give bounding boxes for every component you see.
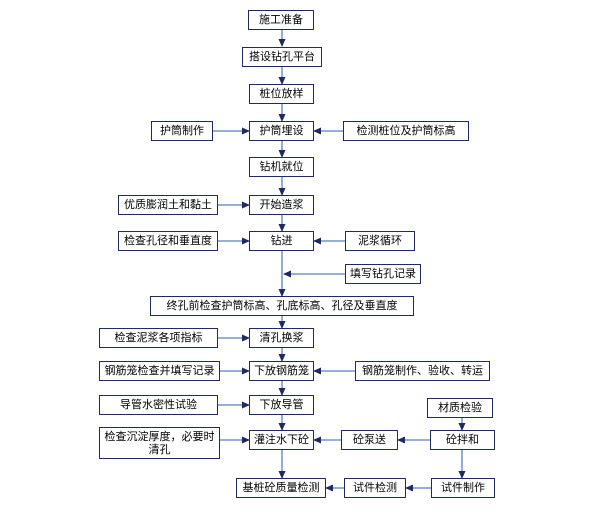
step-lower-pipe: 下放导管 bbox=[249, 395, 314, 415]
step-casing-make: 护筒制作 bbox=[151, 121, 213, 141]
step-sediment-check: 检查沉淀厚度，必要时 清孔 bbox=[99, 427, 220, 459]
step-specimen-make: 试件制作 bbox=[431, 478, 495, 498]
step-rig-position: 钻机就位 bbox=[249, 157, 314, 177]
step-pump: 砼泵送 bbox=[341, 430, 398, 450]
step-lower-cage: 下放钢筋笼 bbox=[249, 361, 314, 381]
step-cage-check: 钢筋笼检查并填写记录 bbox=[99, 361, 220, 381]
sediment-check-line-2: 清孔 bbox=[148, 443, 171, 456]
step-final-check: 终孔前检查护筒标高、孔底标高、孔径及垂直度 bbox=[150, 296, 414, 316]
step-casing-bury: 护筒埋设 bbox=[249, 121, 314, 141]
step-check-mud: 检查泥浆各项指标 bbox=[99, 328, 218, 348]
step-check-pile: 检测桩位及护筒标高 bbox=[343, 121, 469, 141]
step-mud-cycle: 泥浆循环 bbox=[345, 231, 415, 251]
step-check-hole: 检查孔径和垂直度 bbox=[118, 231, 218, 251]
step-cage-make: 钢筋笼制作、验收、转运 bbox=[355, 361, 490, 381]
step-fill-record: 填写钻孔记录 bbox=[345, 264, 421, 284]
step-pile-layout: 桩位放样 bbox=[249, 84, 314, 104]
step-pour: 灌注水下砼 bbox=[249, 430, 314, 450]
step-quality: 基桩砼质量检测 bbox=[236, 478, 326, 498]
step-material-check: 材质检验 bbox=[427, 398, 493, 418]
step-pipe-test: 导管水密性试验 bbox=[99, 395, 218, 415]
step-drill: 钻进 bbox=[249, 231, 314, 251]
step-clay: 优质膨润土和黏土 bbox=[118, 195, 218, 215]
step-platform: 搭设钻孔平台 bbox=[242, 47, 322, 67]
step-clean-hole: 清孔换浆 bbox=[249, 328, 314, 348]
step-prep: 施工准备 bbox=[248, 10, 314, 30]
step-make-slurry: 开始造浆 bbox=[249, 195, 314, 215]
step-specimen-test: 试件检测 bbox=[344, 478, 406, 498]
sediment-check-line-1: 检查沉淀厚度，必要时 bbox=[104, 430, 215, 443]
step-mix: 砼拌和 bbox=[430, 430, 495, 450]
